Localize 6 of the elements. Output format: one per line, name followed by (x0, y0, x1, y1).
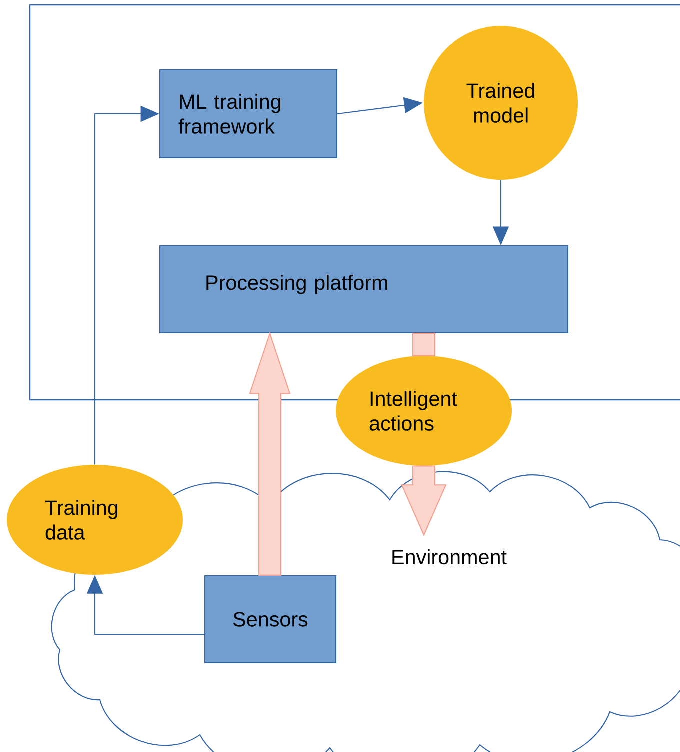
connector-band (412, 333, 436, 356)
block-arrow (249, 332, 291, 576)
platform-box: Processing platform (159, 245, 569, 334)
process-box: ML training framework (159, 69, 338, 159)
block-arrow (401, 466, 447, 536)
process-box: Sensors (204, 575, 337, 664)
